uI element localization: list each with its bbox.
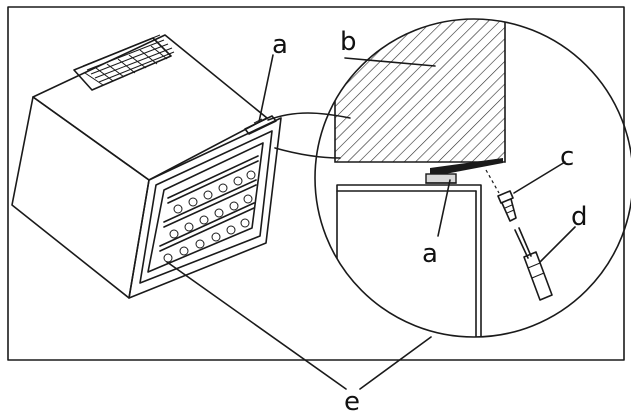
detail-magnifier — [314, 18, 631, 338]
front-frame-inner — [139, 130, 273, 284]
leader-e-left — [166, 261, 347, 390]
leader-d — [539, 226, 576, 263]
hinge-bracket-detail — [425, 158, 503, 184]
leader-b — [344, 57, 436, 67]
leader-to-detail-bottom — [274, 147, 341, 159]
wine-shelves — [159, 155, 259, 263]
figure-frame — [7, 6, 625, 361]
screw-icon — [485, 169, 517, 222]
label-c: c — [560, 142, 574, 172]
appliance-section-outline — [336, 184, 482, 337]
screwdriver-icon — [514, 227, 553, 301]
door-glass — [147, 142, 264, 273]
label-a-top: a — [272, 30, 288, 60]
label-e: e — [344, 387, 360, 412]
label-b: b — [340, 27, 357, 57]
leader-e-right — [359, 336, 432, 390]
countertop-hatched — [315, 19, 506, 163]
cabinet-left-face — [11, 96, 150, 299]
leader-a-detail — [437, 179, 451, 237]
wine-cooler-appliance — [11, 34, 282, 299]
leader-c — [513, 161, 566, 194]
leader-a-top — [258, 54, 274, 123]
leader-to-detail-top — [267, 112, 351, 121]
label-a-detail: a — [422, 239, 438, 269]
label-d: d — [571, 202, 588, 232]
top-hinge-bracket — [244, 115, 277, 135]
top-vent-grille — [73, 34, 175, 91]
detail-circle-outline — [314, 18, 631, 338]
front-frame-outer — [128, 117, 282, 299]
